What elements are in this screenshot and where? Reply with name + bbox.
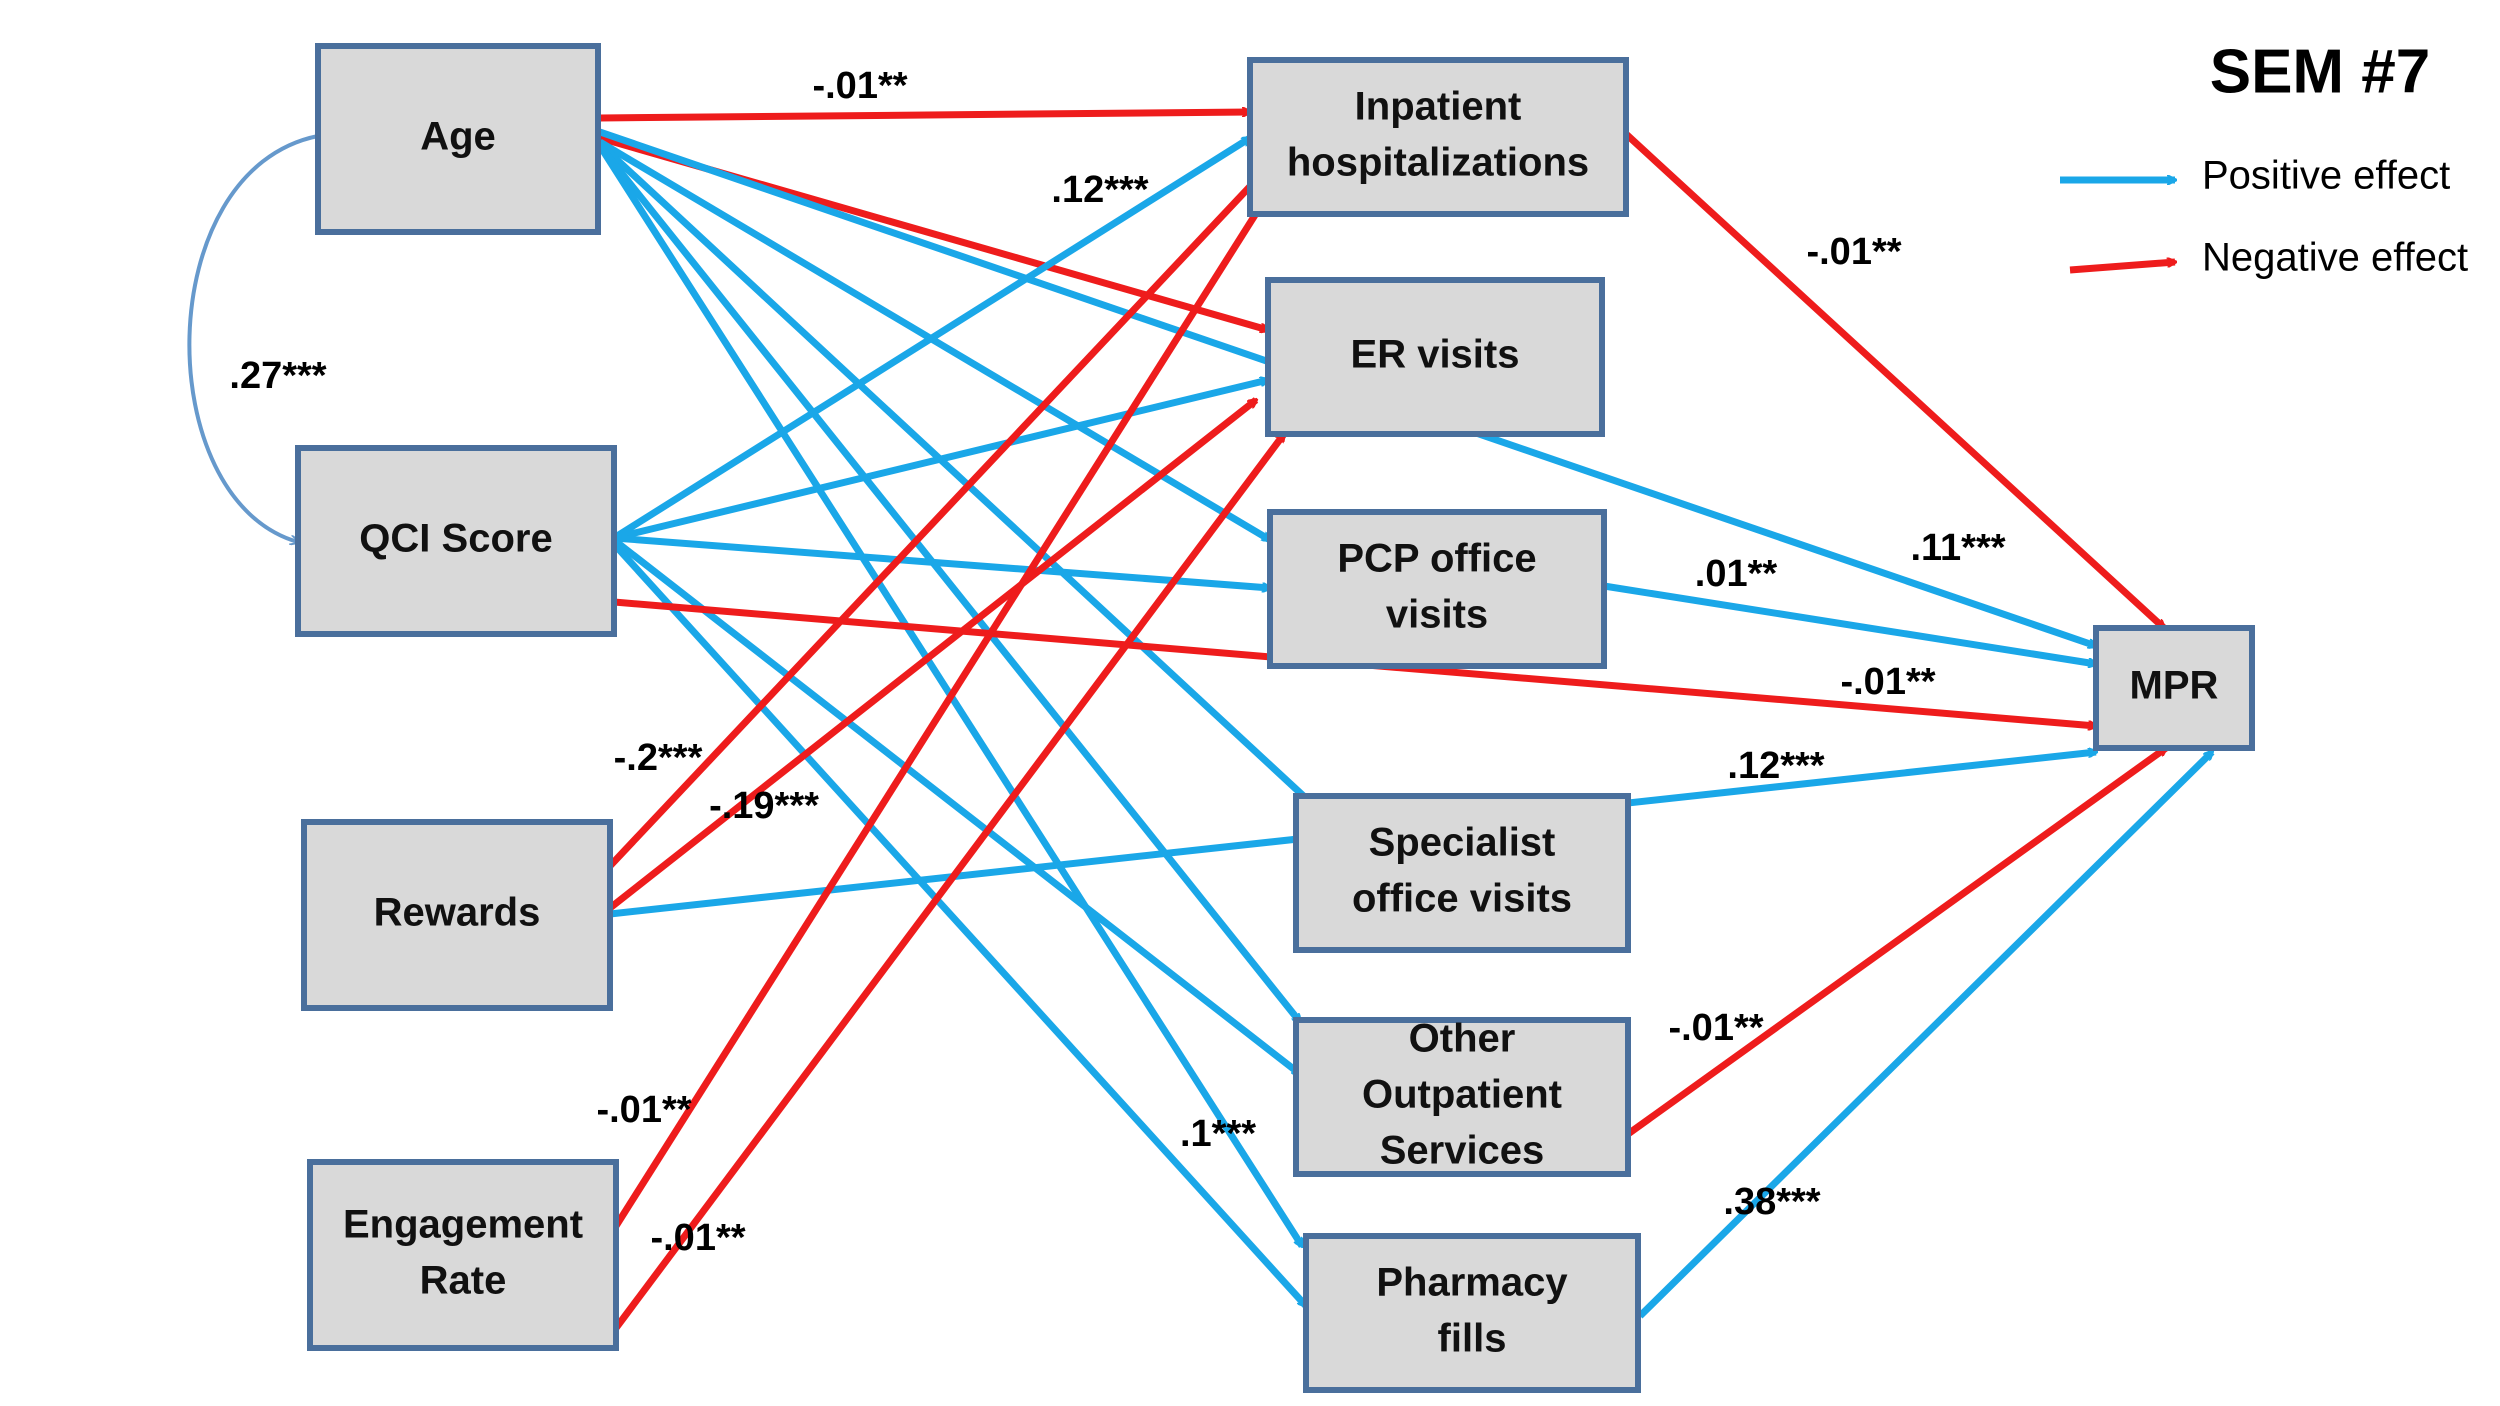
edge-qci-score-to-pharmacy-fills <box>611 541 1306 1306</box>
edge-label-engagement-rate-to-er-visits: -.01** <box>650 1217 745 1259</box>
node-qci-score: QCI Score <box>295 445 617 637</box>
edge-age-to-inpatient-hospitalizations <box>599 112 1250 122</box>
node-label-pharmacy-fills-line-1: Pharmacy <box>1376 1261 1568 1305</box>
covariance-label: .27*** <box>229 355 326 397</box>
edge-other-outpatient-services-to-mpr <box>1625 745 2166 1137</box>
node-inpatient-hospitalizations: Inpatient hospitalizations <box>1247 57 1629 217</box>
node-label-engagement-rate-line-1: Engagement <box>343 1203 583 1247</box>
node-box-rewards <box>301 819 613 1011</box>
labels-layer: .27*** -.01** .11*** .12*** .1*** -.01** -.2**… <box>229 65 2005 1259</box>
edge-age-to-specialist-office-visits <box>597 141 1310 802</box>
edge-label-rewards-to-er-visits: -.19*** <box>709 785 819 827</box>
edge-label-rewards-to-inpatient-hospitalizations: -.2*** <box>614 737 703 779</box>
edge-engagement-rate-to-inpatient-hospitalizations <box>613 204 1265 1228</box>
legend-negative-arrow-icon <box>2069 262 2175 274</box>
node-box-specialist-office-visits <box>1293 793 1631 953</box>
edge-label-other-outpatient-services-to-mpr: -.01** <box>1668 1007 1763 1049</box>
node-label-mpr-line-1: MPR <box>2130 664 2219 708</box>
edge-label-qci-score-to-mpr: -.01** <box>1840 661 1935 703</box>
edge-label-rewards-to-mpr: .12*** <box>1727 745 1824 787</box>
node-label-other-outpatient-services-line-1: Other <box>1409 1017 1516 1061</box>
edge-qci-score-to-er-visits <box>613 380 1268 542</box>
node-box-other-outpatient-services <box>1293 1017 1631 1177</box>
node-box-pcp-office-visits <box>1267 509 1607 669</box>
edge-qci-score-to-inpatient-hospitalizations <box>612 135 1250 541</box>
node-label-other-outpatient-services-line-3: Services <box>1380 1129 1545 1173</box>
node-label-pcp-office-visits-line-1: PCP office <box>1337 537 1536 581</box>
node-label-specialist-office-visits-line-1: Specialist <box>1369 821 1556 865</box>
node-rewards: Rewards <box>301 819 613 1011</box>
edge-label-inpatient-hospitalizations-to-mpr: -.01** <box>1806 231 1901 273</box>
edge-age-to-other-outpatient-services <box>597 143 1303 1022</box>
edge-label-engagement-rate-to-inpatient-hospitalizations: -.01** <box>596 1089 691 1131</box>
node-age: Age <box>315 43 601 235</box>
legend-negative-label: Negative effect <box>2202 236 2468 280</box>
node-pcp-office-visits: PCP office visits <box>1267 509 1607 669</box>
node-box-mpr <box>2093 625 2255 751</box>
node-label-pcp-office-visits-line-2: visits <box>1386 593 1488 637</box>
edge-pcp-office-visits-to-mpr <box>1603 582 2096 664</box>
node-box-engagement-rate <box>307 1159 619 1351</box>
legend-positive-label: Positive effect <box>2202 154 2450 198</box>
edge-rewards-to-er-visits <box>607 397 1256 911</box>
node-label-pharmacy-fills-line-2: fills <box>1438 1317 1507 1361</box>
legend: Positive effect Negative effect <box>2060 154 2468 280</box>
node-label-qci-score-line-1: QCI Score <box>359 517 552 561</box>
edge-qci-score-to-pcp-office-visits <box>613 534 1270 588</box>
node-label-rewards-line-1: Rewards <box>374 891 541 935</box>
edge-label-qci-score-to-pharmacy-fills: .1*** <box>1180 1113 1256 1155</box>
edge-inpatient-hospitalizations-to-mpr <box>1623 131 2164 628</box>
node-label-inpatient-hospitalizations-line-2: hospitalizations <box>1287 141 1589 185</box>
node-label-age-line-1: Age <box>420 115 496 159</box>
node-box-pharmacy-fills <box>1303 1233 1641 1393</box>
node-box-qci-score <box>295 445 617 637</box>
edge-pharmacy-fills-to-mpr <box>1637 752 2212 1319</box>
edge-label-pcp-office-visits-to-mpr: .01** <box>1695 553 1778 595</box>
node-label-other-outpatient-services-line-2: Outpatient <box>1362 1073 1562 1117</box>
diagram-title: SEM #7 <box>2210 37 2431 106</box>
edge-engagement-rate-to-er-visits <box>613 434 1287 1331</box>
node-box-er-visits <box>1265 277 1605 437</box>
edge-qci-score-to-other-outpatient-services <box>611 537 1300 1077</box>
node-label-engagement-rate-line-2: Rate <box>420 1259 507 1303</box>
node-label-er-visits-line-1: ER visits <box>1351 333 1520 377</box>
node-mpr: MPR <box>2093 625 2255 751</box>
node-box-inpatient-hospitalizations <box>1247 57 1629 217</box>
edge-label-qci-score-to-inpatient-hospitalizations: .12*** <box>1051 169 1148 211</box>
node-box-age <box>315 43 601 235</box>
node-pharmacy-fills: Pharmacy fills <box>1303 1233 1641 1393</box>
node-label-inpatient-hospitalizations-line-1: Inpatient <box>1355 85 1522 129</box>
node-specialist-office-visits: Specialist office visits <box>1293 793 1631 953</box>
edge-label-age-to-inpatient-hospitalizations: -.01** <box>812 65 907 107</box>
node-er-visits: ER visits <box>1265 277 1605 437</box>
covariance-age-qci-score <box>187 136 318 542</box>
edge-rewards-to-inpatient-hospitalizations <box>607 180 1256 869</box>
edge-label-pharmacy-fills-to-mpr: .38*** <box>1723 1181 1820 1223</box>
edge-label-age-to-mpr: .11*** <box>1910 527 2005 569</box>
node-label-specialist-office-visits-line-2: office visits <box>1352 877 1572 921</box>
